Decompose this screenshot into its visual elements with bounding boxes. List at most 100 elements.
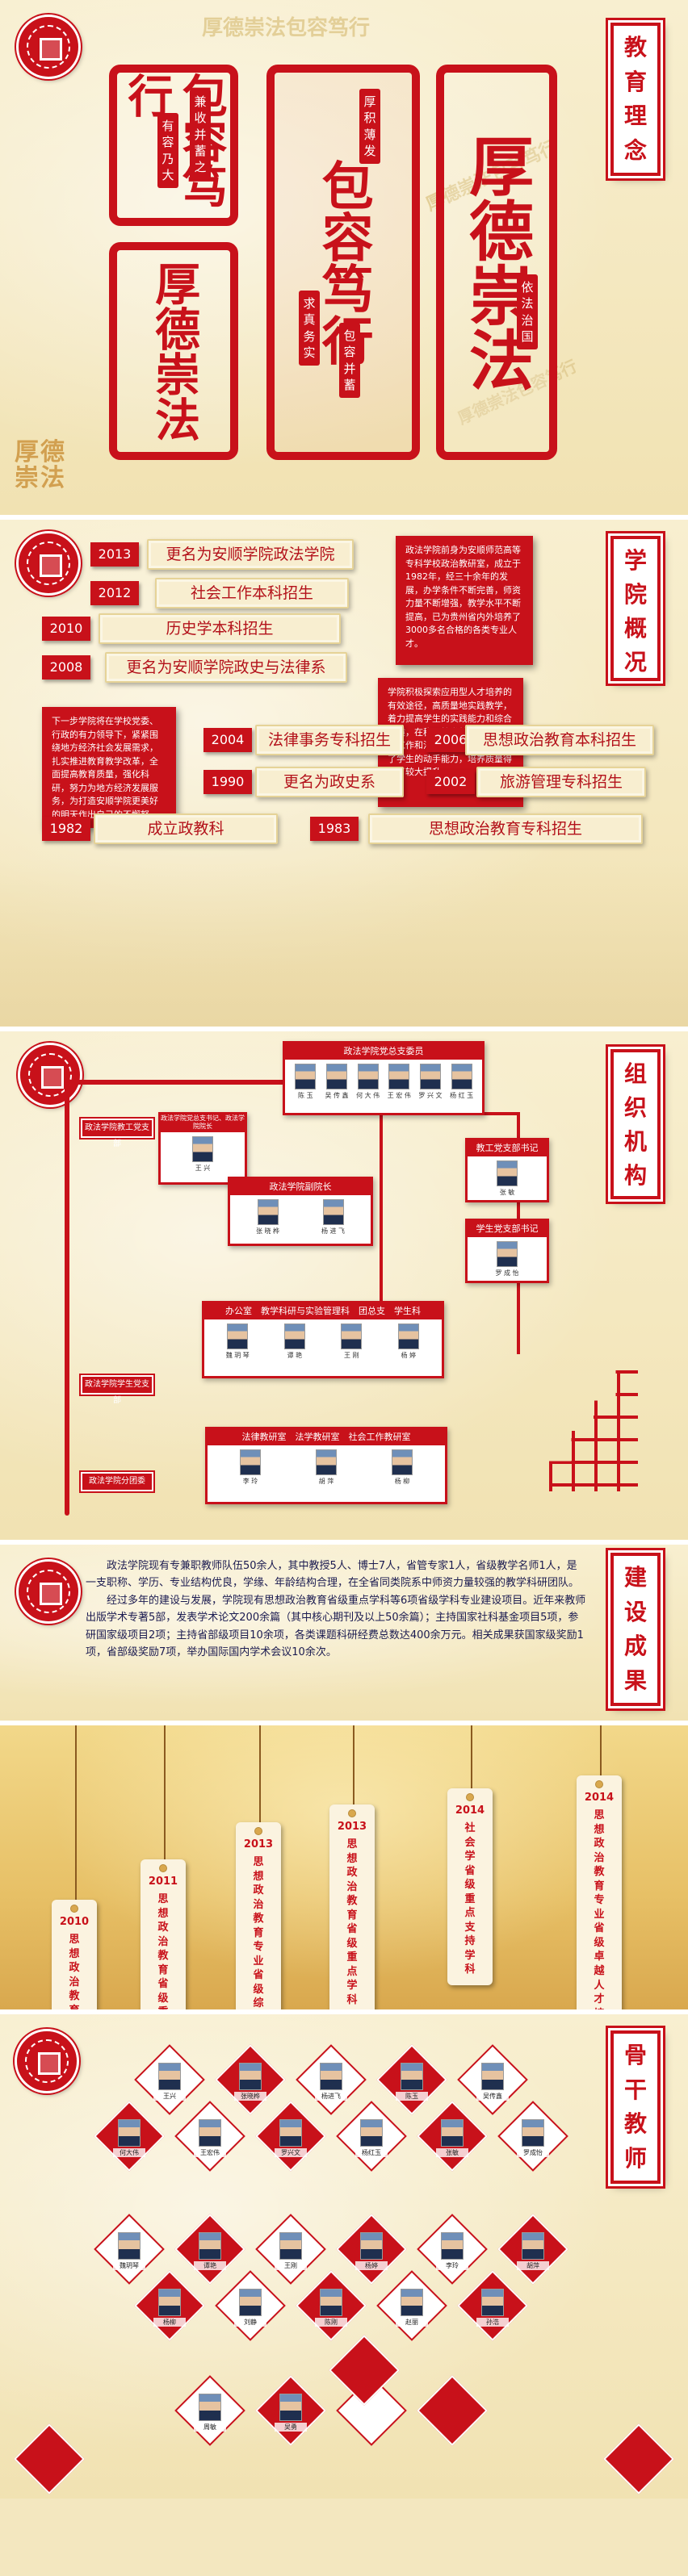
teacher-photo [239, 2063, 262, 2090]
teacher-card: 胡萍 [517, 2232, 549, 2270]
teacher-photo [481, 2289, 504, 2316]
year-2010: 2010 [42, 617, 90, 641]
card-offices: 办公室 教学科研与实验管理科 团总支 学生科 魏 玥 琴 谭 艳 王 刚 杨 婷 [202, 1301, 444, 1378]
teacher-name: 张晓桦 [234, 2092, 266, 2101]
watermark-top: 厚德崇法包容笃行 [202, 16, 371, 40]
teacher-name: 胡萍 [517, 2261, 549, 2270]
school-seal-icon [16, 1559, 81, 1624]
seal-houde: 厚德崇法 [436, 65, 557, 460]
seal-duxing: 厚德崇法 [109, 242, 238, 460]
tag-2011: 2011思想政治教育省级重点支持学科 [141, 1859, 186, 2009]
teacher-name: 孙浩 [476, 2318, 509, 2327]
event-2010: 历史学本科招生 [99, 613, 341, 644]
side-title-overview: 学院 概况 [610, 536, 661, 681]
overview-box-future: 下一步学院将在学校党委、行政的有力领导下，紧紧围绕地方经济社会发展需求，扎实推进… [42, 707, 176, 833]
year-1982: 1982 [42, 817, 90, 841]
year-2012: 2012 [90, 581, 139, 605]
teacher-card: 杨柳 [153, 2289, 186, 2327]
teacher-photo [360, 2232, 383, 2260]
teacher-name: 杨红玉 [355, 2148, 388, 2157]
teacher-photo [522, 2119, 544, 2147]
teacher-name: 杨柳 [153, 2318, 186, 2327]
teacher-name: 罗兴文 [275, 2148, 307, 2157]
teacher-name: 王刚 [275, 2261, 307, 2270]
seal-center: 包容笃行 [266, 65, 420, 460]
teacher-name: 陈玉 [396, 2092, 428, 2101]
tag-youth-league: 政法学院分团委 [81, 1472, 153, 1491]
stamp-text-4: 依法治国 [517, 274, 538, 349]
teacher-card: 杨红玉 [355, 2119, 388, 2157]
stamp-text-5: 求真务实 [299, 291, 320, 366]
school-seal-icon [18, 1043, 82, 1107]
teacher-name: 王宏伟 [194, 2148, 226, 2157]
motto-calligraphy: 厚德崇法 [15, 438, 66, 492]
stamp-text-6: 包容并蓄 [339, 323, 360, 398]
year-1983: 1983 [310, 817, 359, 841]
teacher-photo [360, 2119, 383, 2147]
tag-2014-b: 2014思想政治教育专业省级卓越人才培养计划 [577, 1775, 622, 2009]
teacher-card: 罗兴文 [275, 2119, 307, 2157]
teacher-name: 杨婷 [355, 2261, 388, 2270]
stamp-text-1: 兼收并蓄之 [190, 89, 211, 181]
connector-center [380, 1112, 383, 1370]
teacher-name: 何大伟 [113, 2148, 145, 2157]
tag-faculty-branch: 政法学院教工党支部 [81, 1119, 153, 1148]
teacher-card: 杨婷 [355, 2232, 388, 2270]
panel-college-overview: 2013 更名为安顺学院政法学院 2012 社会工作本科招生 2010 历史学本… [0, 520, 688, 1027]
teacher-photo [522, 2232, 544, 2260]
school-seal-icon [16, 15, 81, 79]
teacher-name: 陈刚 [315, 2318, 347, 2327]
teacher-card: 罗成怡 [517, 2119, 549, 2157]
tag-2013-a: 2013思想政治教育专业省级综合改革试点项目 [236, 1822, 281, 2009]
corner-diamond [603, 2423, 674, 2494]
intro-text: 政法学院现有专兼职教师队伍50余人，其中教授5人、博士7人，省管专家1人，省级教… [86, 1558, 586, 1662]
teacher-photo [239, 2289, 262, 2316]
teacher-photo [320, 2289, 342, 2316]
paper-texture [0, 859, 688, 1027]
year-2002: 2002 [426, 770, 475, 794]
year-2013: 2013 [90, 542, 139, 567]
teacher-name: 王兴 [153, 2092, 186, 2101]
teacher-name: 魏玥琴 [113, 2261, 145, 2270]
teacher-name: 刘静 [234, 2318, 266, 2327]
school-seal-icon [15, 2029, 79, 2093]
card-teaching: 法律教研室 法学教研室 社会工作教研室 李 玲 胡 萍 杨 柳 [205, 1427, 447, 1504]
teacher-card: 赵丽 [396, 2289, 428, 2327]
side-title-key-teachers: 骨干 教师 [610, 2030, 661, 2184]
year-2008: 2008 [42, 655, 90, 680]
teacher-photo [279, 2119, 302, 2147]
teacher-photo [401, 2063, 423, 2090]
teacher-photo [199, 2232, 221, 2260]
teacher-photo [158, 2289, 181, 2316]
event-2006: 思想政治教育本科招生 [465, 725, 654, 755]
tag-student-branch: 政法学院学生党支部 [81, 1375, 153, 1405]
year-2004: 2004 [203, 728, 252, 752]
event-1990: 更名为政史系 [255, 767, 404, 797]
event-2008: 更名为安顺学院政史与法律系 [105, 652, 347, 683]
card-faculty-secretary: 教工党支部书记 张 敏 [465, 1138, 549, 1202]
teacher-card: 陈刚 [315, 2289, 347, 2327]
teacher-card: 杨进飞 [315, 2063, 347, 2101]
staircase-decoration-2 [549, 1370, 638, 1491]
teacher-photo [441, 2232, 464, 2260]
teacher-name: 周敏 [194, 2423, 226, 2432]
teacher-photo [118, 2232, 141, 2260]
panel-key-teachers: 王兴张晓桦杨进飞陈玉吴传鑫何大伟王宏伟罗兴文杨红玉张敏罗成怡魏玥琴谭艳王刚杨婷李… [0, 2014, 688, 2499]
intro-paragraph-1: 政法学院现有专兼职教师队伍50余人，其中教授5人、博士7人，省管专家1人，省级教… [86, 1560, 580, 1590]
teacher-card: 何大伟 [113, 2119, 145, 2157]
teacher-name: 罗成怡 [517, 2148, 549, 2157]
teacher-name: 谭艳 [194, 2261, 226, 2270]
teacher-card: 陈玉 [396, 2063, 428, 2101]
teacher-card: 刘静 [234, 2289, 266, 2327]
event-2013: 更名为安顺学院政法学院 [147, 539, 354, 570]
year-1990: 1990 [203, 770, 252, 794]
side-title-education: 教育 理念 [610, 23, 661, 176]
stamp-text-2: 有容乃大 [157, 113, 178, 188]
card-secretary: 政法学院党总支书记、政法学院院长 王 兴 [158, 1112, 247, 1185]
teacher-card: 张晓桦 [234, 2063, 266, 2101]
corner-diamond [14, 2423, 85, 2494]
connector-left [65, 1080, 69, 1516]
side-title-organization: 组织 机构 [610, 1049, 661, 1199]
